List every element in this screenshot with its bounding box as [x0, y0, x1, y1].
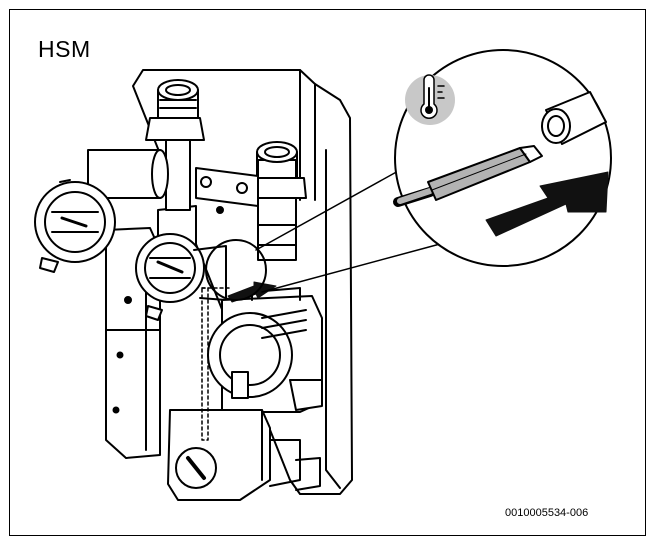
- lower-thermometer: [135, 233, 227, 321]
- figure-title: HSM: [38, 36, 91, 62]
- circulation-pump: [207, 287, 323, 413]
- upper-thermometer: [34, 149, 169, 273]
- detail-leader-lines: [255, 159, 441, 293]
- figure-id: 0010005534-006: [505, 507, 589, 519]
- sensor-well: [201, 287, 233, 441]
- arrow-icon: [485, 171, 609, 237]
- return-pipe: [245, 141, 307, 261]
- thermometer-icon: [405, 74, 455, 125]
- manifold: [195, 167, 259, 214]
- zoom-region-small: [205, 239, 267, 301]
- mixing-valve: [167, 409, 321, 501]
